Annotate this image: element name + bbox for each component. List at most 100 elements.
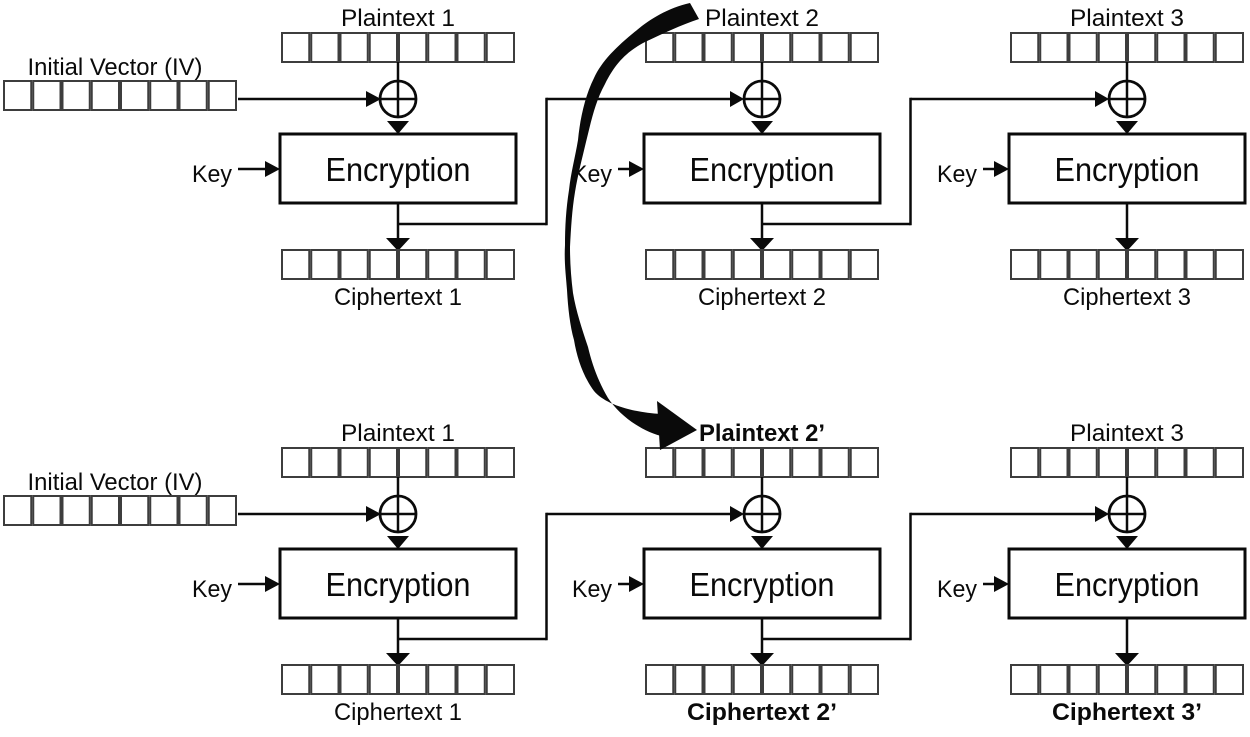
- bit-cell: [820, 447, 850, 478]
- bit-cell: [645, 249, 675, 280]
- down-arrowhead-icon: [750, 238, 774, 251]
- bit-cell: [791, 32, 821, 63]
- xor-icon: [742, 494, 782, 534]
- bit-cell: [762, 249, 792, 280]
- bit-cell: [485, 249, 515, 280]
- bit-cell: [427, 447, 457, 478]
- ciphertext-label: Ciphertext 1: [334, 699, 462, 726]
- bit-cell: [61, 80, 91, 111]
- plaintext-cells: [281, 447, 515, 478]
- bit-cell: [1010, 32, 1040, 63]
- bit-cell: [281, 249, 311, 280]
- bit-cell: [149, 80, 179, 111]
- ciphertext-label: Ciphertext 3: [1063, 284, 1191, 311]
- bit-cell: [820, 249, 850, 280]
- bit-cell: [1068, 447, 1098, 478]
- right-arrowhead-icon: [629, 576, 644, 592]
- bit-cell: [281, 32, 311, 63]
- bit-cell: [732, 447, 762, 478]
- iv-cells: [3, 495, 237, 526]
- bit-cell: [762, 664, 792, 695]
- down-arrowhead-icon: [387, 536, 409, 549]
- bit-cell: [1156, 32, 1186, 63]
- bit-cell: [3, 80, 33, 111]
- iv-assembly: Initial Vector (IV): [3, 469, 381, 526]
- chaining-line: [398, 506, 744, 641]
- bit-cell: [149, 495, 179, 526]
- down-arrowhead-icon: [386, 653, 410, 666]
- bit-cell: [1039, 32, 1069, 63]
- bit-cell: [339, 447, 369, 478]
- bit-cell: [398, 664, 428, 695]
- down-arrowhead-icon: [751, 121, 773, 134]
- chaining-line: [398, 91, 744, 226]
- right-arrowhead-icon: [730, 91, 744, 107]
- encryption-label: Encryption: [690, 151, 835, 188]
- down-arrowhead-icon: [751, 536, 773, 549]
- encryption-label: Encryption: [326, 566, 471, 603]
- bit-cell: [485, 664, 515, 695]
- bit-cell: [281, 447, 311, 478]
- bit-cell: [1185, 447, 1215, 478]
- bit-cell: [674, 447, 704, 478]
- bit-cell: [762, 32, 792, 63]
- key-label: Key: [192, 576, 232, 603]
- bit-cell: [1214, 249, 1244, 280]
- xor-icon: [378, 494, 418, 534]
- encryption-block: [1007, 547, 1247, 620]
- bit-cell: [1127, 249, 1157, 280]
- right-arrowhead-icon: [265, 161, 280, 177]
- swoosh-arrowhead: [657, 401, 697, 450]
- bit-cell: [1127, 32, 1157, 63]
- encryption-label: Encryption: [690, 566, 835, 603]
- down-arrowhead-icon: [750, 653, 774, 666]
- bit-cell: [427, 664, 457, 695]
- plaintext-label: Plaintext 2’: [699, 420, 825, 447]
- plaintext-cells: [281, 32, 515, 63]
- right-arrowhead-icon: [265, 576, 280, 592]
- iv-cells: [3, 80, 237, 111]
- bit-cell: [791, 664, 821, 695]
- bit-cell: [1127, 664, 1157, 695]
- bit-cell: [820, 664, 850, 695]
- bit-cell: [427, 249, 457, 280]
- xor-icon: [378, 79, 418, 119]
- plaintext-cells: [1010, 32, 1244, 63]
- plaintext-label: Plaintext 1: [341, 420, 455, 447]
- bit-cell: [32, 80, 62, 111]
- bit-cell: [32, 495, 62, 526]
- right-arrowhead-icon: [1095, 506, 1109, 522]
- bit-cell: [703, 447, 733, 478]
- bit-cell: [732, 32, 762, 63]
- right-arrowhead-icon: [994, 161, 1009, 177]
- plaintext-label: Plaintext 2: [705, 5, 819, 32]
- chaining-line: [762, 91, 1109, 226]
- bit-cell: [339, 249, 369, 280]
- bit-cell: [1068, 32, 1098, 63]
- bit-cell: [1039, 249, 1069, 280]
- bit-cell: [1068, 249, 1098, 280]
- chaining-line: [762, 506, 1109, 641]
- bit-cell: [90, 80, 120, 111]
- down-arrowhead-icon: [387, 121, 409, 134]
- bit-cell: [732, 249, 762, 280]
- bit-cell: [456, 249, 486, 280]
- encryption-label: Encryption: [1055, 151, 1200, 188]
- ciphertext-cells: [645, 664, 879, 695]
- bit-cell: [339, 32, 369, 63]
- bit-cell: [120, 80, 150, 111]
- bit-cell: [1097, 664, 1127, 695]
- bit-cell: [456, 32, 486, 63]
- right-arrowhead-icon: [629, 161, 644, 177]
- bit-cell: [368, 447, 398, 478]
- bit-cell: [368, 32, 398, 63]
- bit-cell: [762, 447, 792, 478]
- right-arrowhead-icon: [1095, 91, 1109, 107]
- encryption-block: [642, 547, 882, 620]
- bit-cell: [427, 32, 457, 63]
- right-arrowhead-icon: [366, 506, 381, 522]
- encryption-label: Encryption: [326, 151, 471, 188]
- bit-cell: [281, 664, 311, 695]
- down-arrowhead-icon: [1116, 121, 1138, 134]
- bit-cell: [398, 32, 428, 63]
